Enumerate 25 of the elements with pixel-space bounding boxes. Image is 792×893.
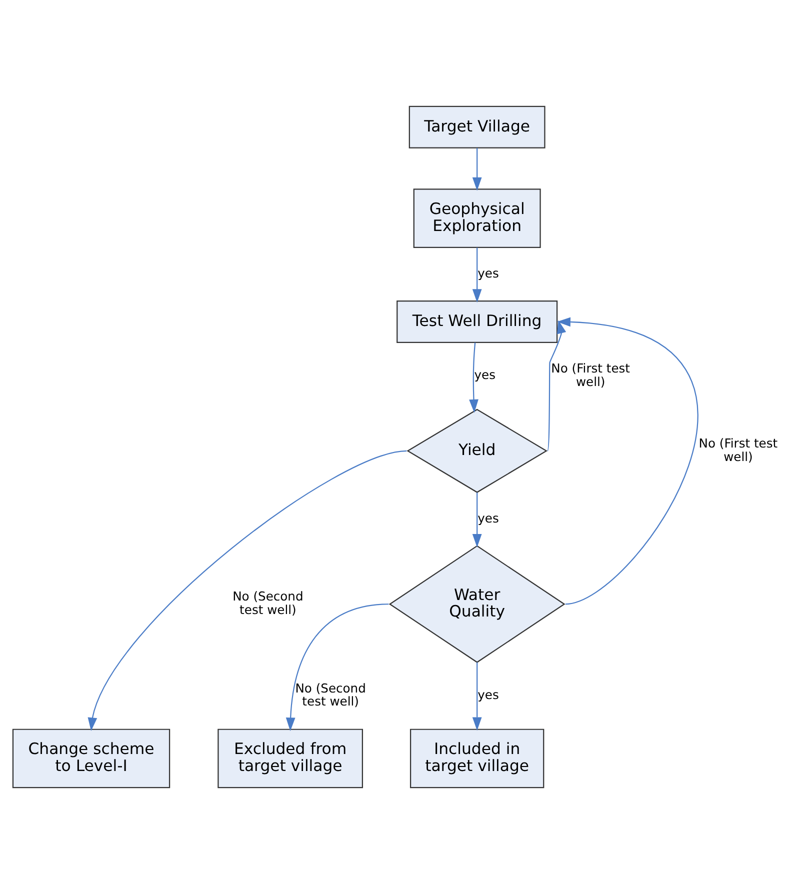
edge-label: No (Second test well) [295,680,366,708]
node-box: Test Well Drilling [396,300,558,342]
arrow [472,247,482,302]
node-box: Geophysical Exploration [413,188,541,248]
node-diamond: Water Quality [388,544,566,662]
arrow [88,450,407,731]
edge-label: No (First test well) [698,436,778,464]
edge-label: yes [478,687,499,702]
node-box: Target Village [408,105,546,148]
edge-label: yes [474,368,496,382]
node-box: Excluded from target village [218,728,363,788]
arrow [469,342,478,412]
node-box: Change scheme to Level-I [12,728,170,788]
node-box: Included in target village [410,728,544,788]
arrow [472,492,482,547]
edge-label: yes [478,510,499,525]
edge-label: yes [478,266,499,280]
node-diamond: Yield [406,408,548,492]
arrow [557,316,698,604]
arrow [286,603,389,731]
arrow [472,148,482,190]
edge-label: No (Second test well) [232,589,304,616]
edge-label: No (First test well) [551,360,630,388]
arrow [472,662,482,730]
arrow [547,320,566,451]
